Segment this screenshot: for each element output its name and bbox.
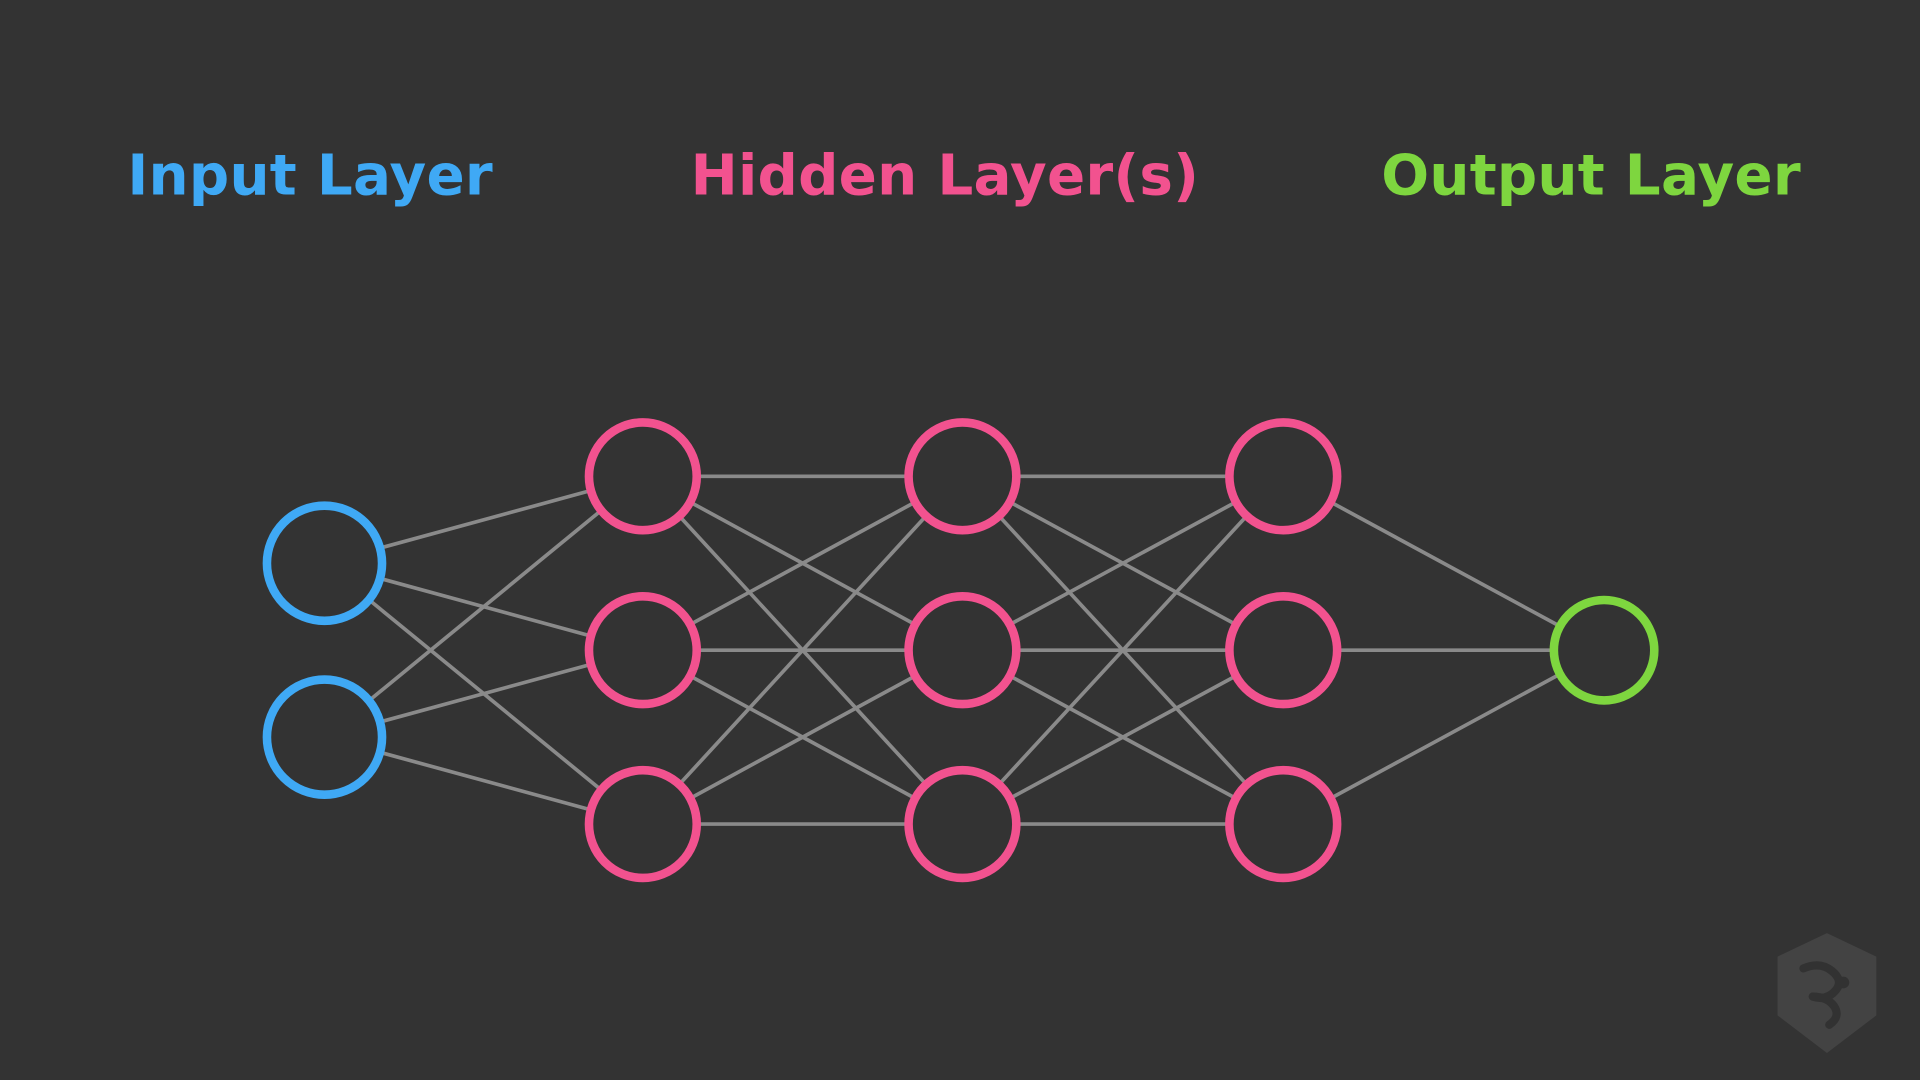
- connection-edge: [378, 662, 593, 724]
- connection-edge: [1007, 674, 1238, 801]
- neuron-node-h1-2[interactable]: [584, 592, 702, 709]
- connection-edge: [367, 508, 604, 703]
- connection-edge: [378, 750, 593, 812]
- connection-edge: [688, 500, 917, 627]
- neuron-group: [262, 418, 1659, 883]
- neuron-node-i1[interactable]: [262, 501, 387, 626]
- connection-edge: [1007, 500, 1238, 627]
- neuron-node-h2-1[interactable]: [904, 418, 1021, 535]
- neuron-node-h1-1[interactable]: [584, 418, 702, 535]
- connection-edge: [677, 514, 928, 787]
- neuron-node-h3-1[interactable]: [1225, 418, 1342, 535]
- neuron-node-h2-3[interactable]: [904, 765, 1021, 883]
- connection-edge: [997, 514, 1249, 787]
- connection-edge: [688, 674, 917, 801]
- neuron-node-i2[interactable]: [262, 675, 387, 799]
- neuron-node-h3-3[interactable]: [1225, 765, 1342, 883]
- neuron-node-h3-2[interactable]: [1225, 592, 1342, 709]
- neuron-node-h1-3[interactable]: [584, 765, 702, 883]
- neuron-node-h2-2[interactable]: [904, 592, 1021, 709]
- connection-edge: [1328, 500, 1562, 629]
- neuron-node-o1[interactable]: [1549, 595, 1659, 705]
- connection-edge: [1328, 672, 1562, 801]
- connection-edge: [378, 488, 593, 550]
- edge-group: [367, 474, 1562, 826]
